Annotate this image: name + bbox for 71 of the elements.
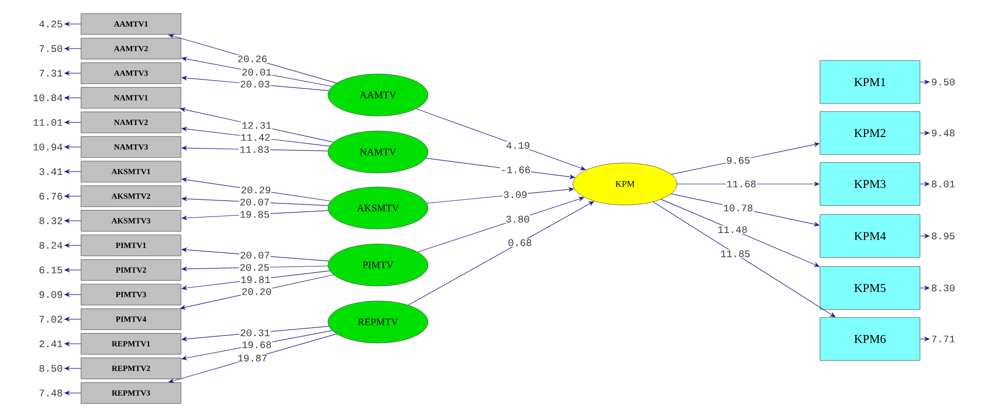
indicator-box: NAMTV3 (80, 136, 182, 158)
edge-label: 11.68 (726, 180, 757, 188)
indicator-box: PIMTV1 (80, 234, 182, 256)
error-variance: 8.95 (932, 232, 955, 240)
indicator-box: KPM6 (820, 317, 920, 361)
indicator-box: AKSMTV3 (80, 210, 182, 232)
edge-label: 3.80 (505, 215, 530, 224)
edge-label: 19.81 (240, 276, 272, 284)
indicator-box: AAMTV3 (80, 62, 182, 84)
error-variance: 7.71 (932, 336, 955, 342)
indicator-box: KPM4 (820, 214, 920, 258)
edge-label: 20.31 (239, 328, 271, 337)
error-variance: 8.30 (932, 284, 955, 292)
indicator-box: NAMTV2 (80, 112, 182, 134)
indicator-box: KPM5 (820, 266, 920, 310)
edge-label: 20.03 (239, 80, 271, 88)
edge-label: 20.26 (236, 54, 268, 63)
indicator-box: KPM1 (820, 60, 920, 104)
edge-label: 19.85 (239, 210, 270, 218)
indicator-box: AKSMTV2 (80, 186, 182, 207)
edge-label: 20.25 (238, 264, 270, 272)
error-variance: 7.48 (40, 390, 62, 396)
edge-label: 11.85 (720, 250, 751, 258)
edge-label: 19.87 (236, 354, 268, 362)
error-variance: 10.94 (34, 144, 62, 150)
error-variance: 6.15 (40, 266, 62, 274)
error-variance: 8.01 (932, 180, 955, 188)
indicator-box: REPMTV2 (80, 358, 182, 380)
error-variance: 7.02 (40, 316, 62, 323)
edge-label: 3.09 (502, 190, 528, 199)
indicator-box: AKSMTV1 (80, 160, 182, 182)
error-variance: 4.25 (39, 20, 62, 28)
indicator-box: KPM2 (820, 111, 920, 155)
error-variance: 7.31 (40, 70, 62, 77)
edge-label: 10.78 (722, 204, 754, 212)
edge-label: 0.68 (507, 238, 532, 247)
arrow (416, 108, 586, 170)
edge-label: 20.01 (241, 68, 272, 76)
edge-label: 11.83 (238, 146, 270, 154)
indicator-box: NAMTV1 (80, 87, 182, 108)
edge-label: 9.65 (726, 156, 751, 164)
edge-label: 20.20 (241, 288, 272, 296)
error-variance: 9.09 (40, 291, 62, 298)
error-variance: 2.41 (40, 340, 62, 348)
error-variance: 9.48 (932, 130, 955, 136)
indicator-box: AAMTV1 (80, 13, 182, 35)
edge-label: 11.42 (240, 133, 272, 142)
indicator-box: PIMTV2 (80, 259, 182, 281)
indicator-box: KPM3 (820, 162, 920, 206)
edge-label: 12.31 (241, 121, 272, 130)
error-variance: 7.50 (40, 45, 62, 52)
indicator-box: PIMTV3 (80, 284, 182, 306)
edge-label: 20.29 (240, 186, 272, 194)
indicator-box: AAMTV2 (80, 38, 182, 60)
indicator-box: REPMTV1 (80, 333, 182, 354)
error-variance: 8.24 (39, 242, 62, 249)
edge-label: 11.48 (716, 226, 748, 234)
edge-label: 20.07 (239, 251, 271, 260)
error-variance: 8.32 (39, 217, 62, 224)
error-variance: 10.84 (34, 94, 62, 102)
edge-label: 20.07 (239, 198, 270, 206)
error-variance: 11.01 (34, 119, 62, 126)
indicator-box: PIMTV4 (80, 308, 182, 330)
error-variance: 8.50 (39, 364, 62, 372)
edge-label: 4.19 (505, 141, 531, 150)
indicator-box: REPMTV3 (80, 382, 182, 404)
error-variance: 6.76 (40, 192, 62, 200)
error-variance: 3.41 (39, 168, 62, 175)
error-variance: 9.50 (932, 78, 955, 86)
edge-label: -1.66 (500, 166, 532, 174)
edge-label: 19.68 (241, 340, 272, 349)
